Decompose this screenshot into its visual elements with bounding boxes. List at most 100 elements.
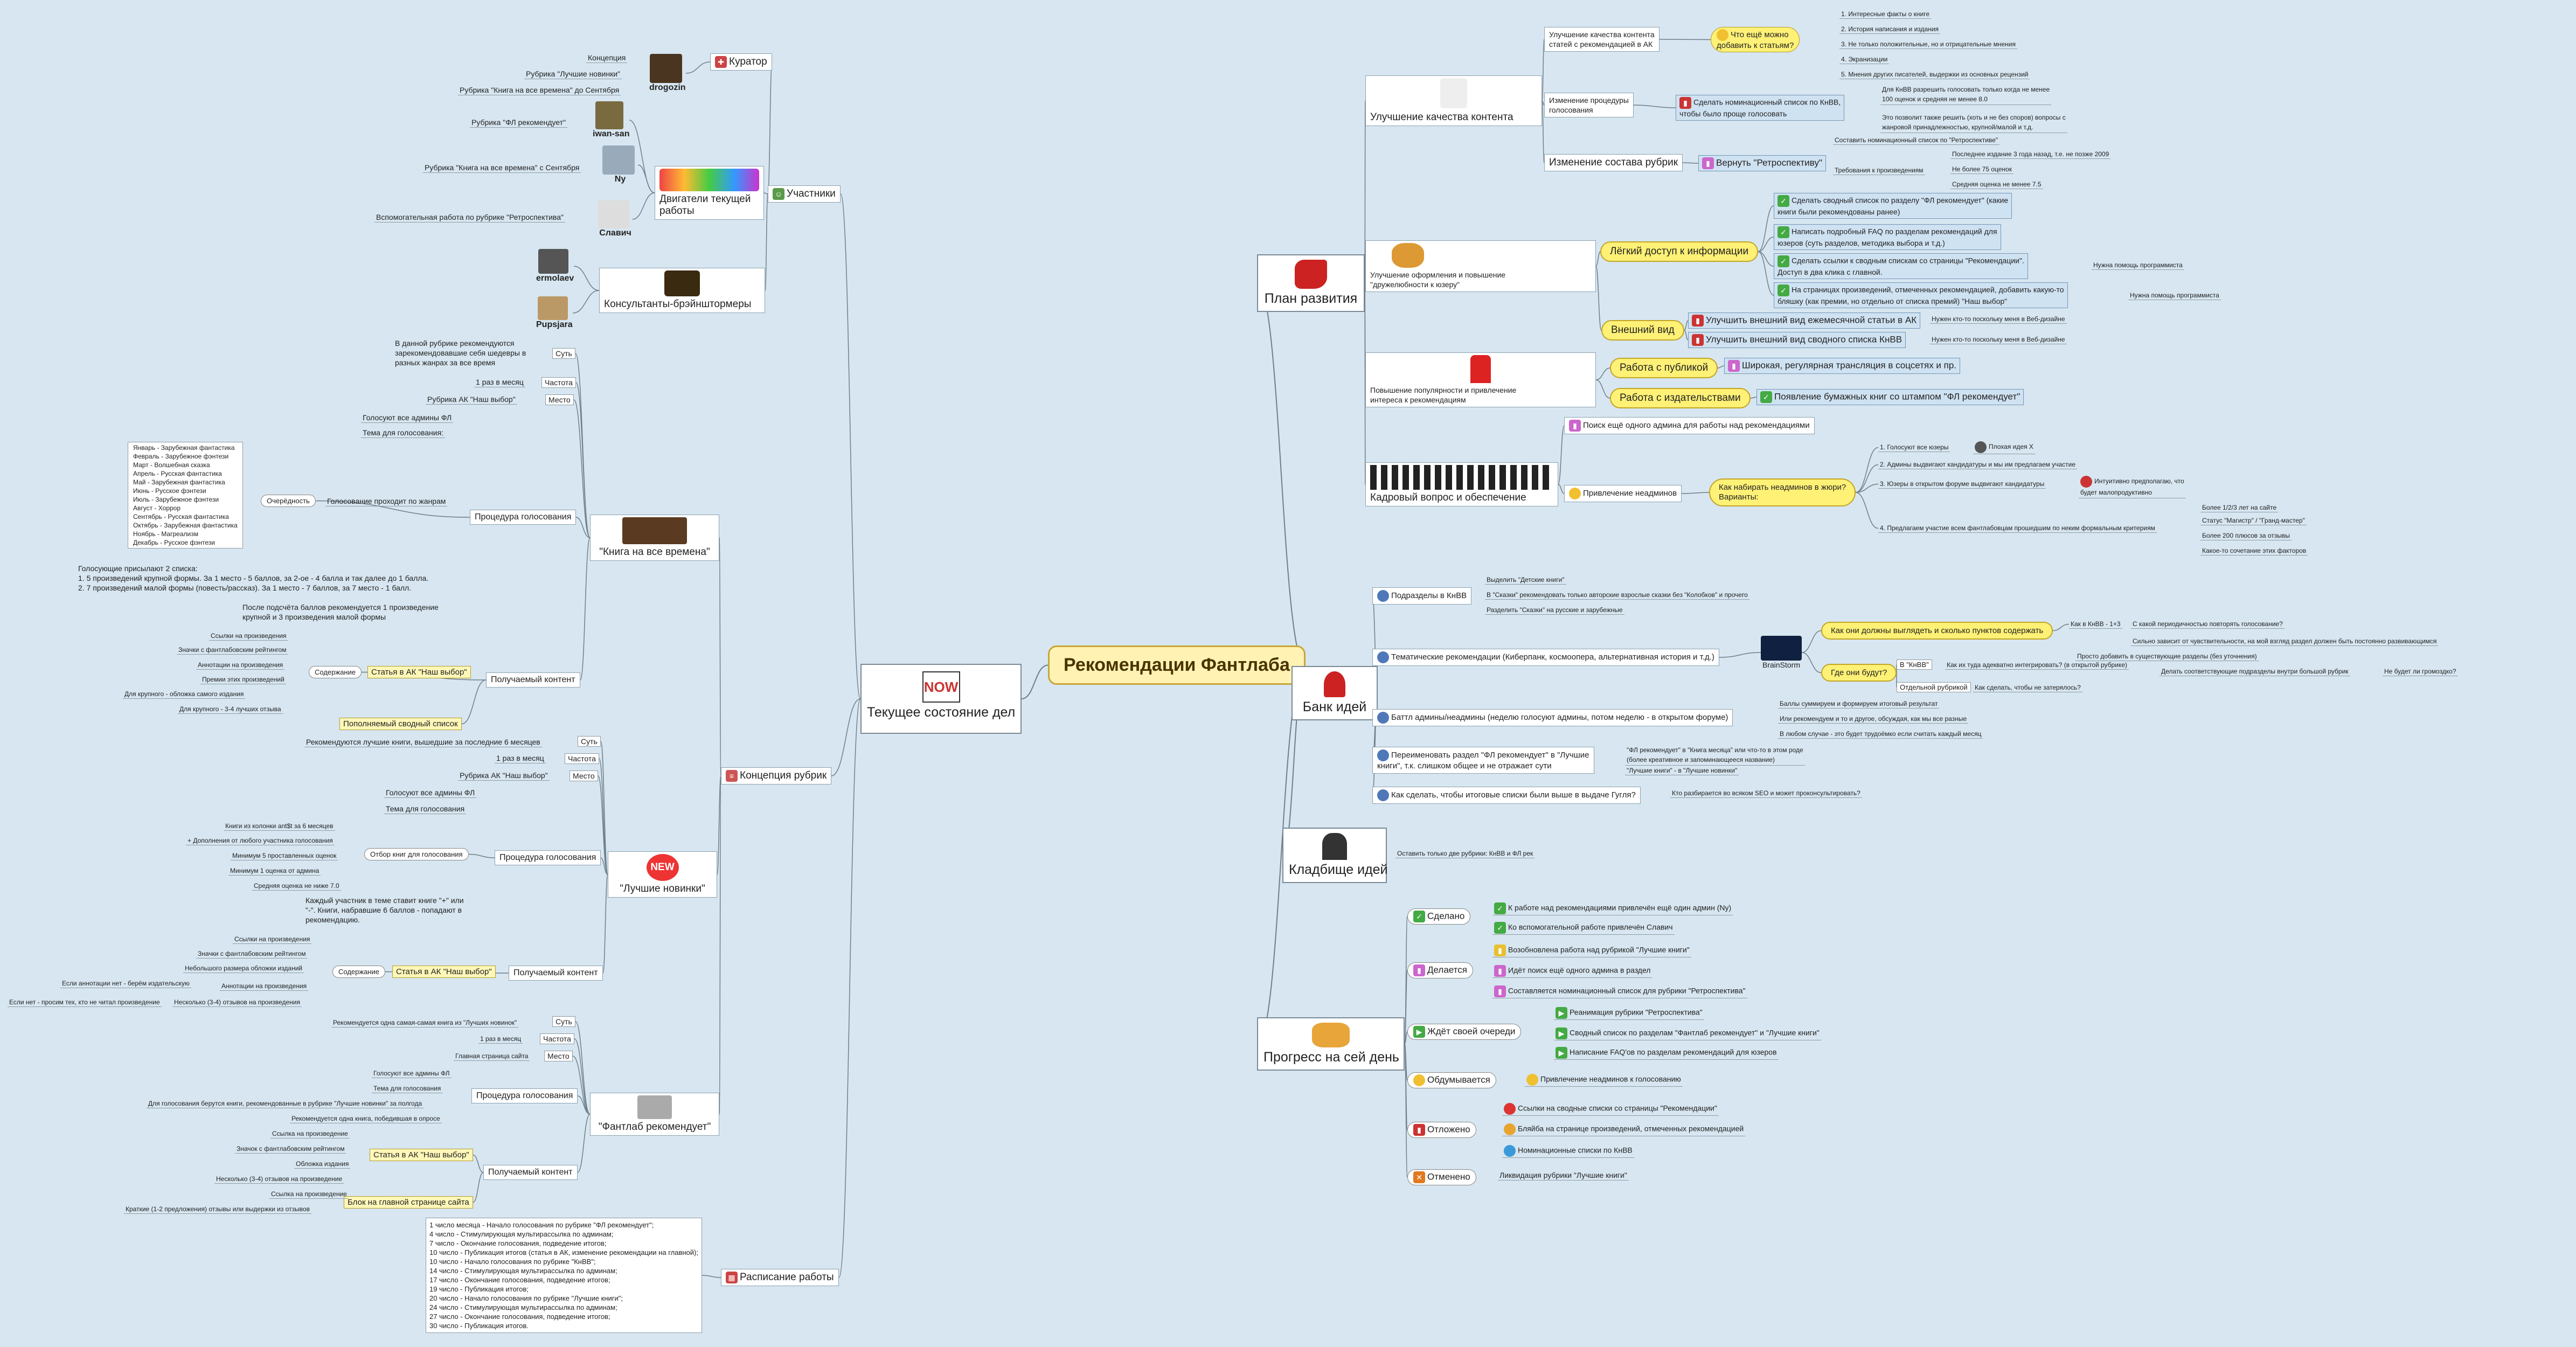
access-item[interactable]: ✓Сделать сводный список по разделу "ФЛ р… <box>1774 193 2012 219</box>
user-pupsjara[interactable]: Pupsjara <box>536 296 573 330</box>
topic-design-improvement[interactable]: Улучшение оформления и повышение "дружел… <box>1365 240 1596 292</box>
idea-item[interactable]: Как сделать, чтобы итоговые списки были … <box>1372 787 1641 804</box>
topic-popularity[interactable]: Повышение популярности и привлечение инт… <box>1365 352 1596 407</box>
variant-note: Плохая идея Х <box>1973 441 2035 454</box>
user-ermolaev[interactable]: ermolaev <box>536 249 574 283</box>
voting-procedure[interactable]: Процедура голосования <box>495 850 601 865</box>
root-topic[interactable]: Рекомендации Фантлаба <box>1048 645 1306 685</box>
status-postponed[interactable]: ▮Отложено <box>1407 1122 1476 1138</box>
question-node[interactable]: Как они должны выглядеть и сколько пункт… <box>1821 622 2053 640</box>
task-icon: ✓ <box>1777 284 1789 296</box>
access-item[interactable]: ✓Написать подробный FAQ по разделам реко… <box>1774 224 2001 250</box>
public-work-node[interactable]: Работа с публикой <box>1610 358 1718 378</box>
content-note: Если нет - просим тех, кто не читал прои… <box>8 998 162 1007</box>
connector <box>763 192 768 195</box>
user-drogozin[interactable]: drogozin <box>649 54 686 93</box>
change-rubrics[interactable]: Изменение состава рубрик <box>1544 154 1683 171</box>
easy-access-node[interactable]: Лёгкий доступ к информации <box>1600 241 1759 262</box>
calendar-icon: ▦ <box>726 1272 738 1283</box>
homepage-block-node: Блок на главной странице сайта <box>344 1196 473 1209</box>
topic-schedule[interactable]: ▦Расписание работы <box>721 1269 839 1287</box>
criterion: Более 200 плюсов за отзывы <box>2200 531 2292 540</box>
idea-item[interactable]: Переименовать раздел "ФЛ рекомендует" в … <box>1372 747 1594 774</box>
idea-detail: Разделить "Сказки" на русские и зарубежн… <box>1485 606 1624 615</box>
status-waiting[interactable]: ▶Ждёт своей очереди <box>1407 1024 1522 1040</box>
connector <box>1558 425 1565 485</box>
topic-development-plan[interactable]: План развития <box>1257 254 1365 312</box>
idea-detail: В "Сказки" рекомендовать только авторски… <box>1485 591 1749 600</box>
essence-text: В данной рубрике рекомендуются зарекомен… <box>395 339 526 367</box>
connector <box>632 192 655 220</box>
criterion: Какое-то сочетание этих факторов <box>2200 546 2308 556</box>
connector <box>831 698 861 776</box>
after-count-rule: После подсчёта баллов рекомендуется 1 пр… <box>242 603 439 621</box>
user-slavich[interactable]: Славич <box>598 200 633 238</box>
staff-item[interactable]: Привлечение неадминов <box>1564 485 1682 502</box>
start-icon: ▶ <box>1556 1007 1567 1019</box>
appearance-node[interactable]: Внешний вид <box>1601 320 1684 341</box>
bulb-icon <box>1526 1074 1538 1086</box>
idea-item[interactable]: Подразделы в КнВВ <box>1372 587 1472 605</box>
connector <box>838 698 861 1278</box>
topic-staffing[interactable]: Кадровый вопрос и обеспечение <box>1365 462 1558 506</box>
status-in-progress[interactable]: ▮Делается <box>1407 962 1473 978</box>
staff-item[interactable]: ▮Поиск ещё одного админа для работы над … <box>1564 417 1815 434</box>
idea-item[interactable]: Тематические рекомендации (Киберпанк, ко… <box>1372 649 1719 666</box>
essence-text: Рекомендуется одна самая-самая книга из … <box>331 1018 519 1027</box>
content-item: Аннотации на произведения <box>196 661 285 670</box>
question-node[interactable]: Как набирать неадминов в жюри? Варианты: <box>1709 478 1856 506</box>
received-content[interactable]: Получаемый контент <box>483 1165 578 1180</box>
voting-procedure[interactable]: Процедура голосования <box>470 510 577 525</box>
user-iwan-san[interactable]: iwan-san <box>593 101 629 139</box>
access-item[interactable]: ✓На страницах произведений, отмеченных р… <box>1774 282 2068 308</box>
where-node[interactable]: Где они будут? <box>1821 664 1897 682</box>
user-name: Ny <box>614 175 626 184</box>
status-done[interactable]: ✓Сделано <box>1407 908 1471 925</box>
brainstorm-node[interactable]: BrainStorm <box>1761 636 1802 669</box>
idea-item[interactable]: Баттл админы/неадмины (неделю голосуют а… <box>1372 709 1733 726</box>
topic-label: Текущее состояние дел <box>867 705 1016 720</box>
avatar <box>538 249 569 274</box>
topic-concept[interactable]: ≡Концепция рубрик <box>721 767 832 785</box>
topic-book-all-times[interactable]: "Книга на все времена" <box>590 515 719 561</box>
user-ny[interactable]: Ny <box>602 145 638 184</box>
topic-participants[interactable]: ☺Участники <box>768 185 841 203</box>
received-content[interactable]: Получаемый контент <box>486 672 580 688</box>
topic-work-movers[interactable]: Двигатели текущей работы <box>655 166 764 220</box>
topic-content-quality[interactable]: Улучшение качества контента <box>1365 75 1542 126</box>
question-icon <box>1377 712 1389 724</box>
document-icon: ≡ <box>726 770 738 782</box>
progress-icon: ▮ <box>1413 964 1425 976</box>
idea-item: 1. Интересные факты о книге <box>1839 10 1931 19</box>
status-cancelled[interactable]: ✕Отменено <box>1407 1169 1476 1185</box>
people-icon <box>1370 465 1553 490</box>
appearance-item[interactable]: ▮Улучшить внешний вид сводного списка Кн… <box>1688 332 1906 348</box>
appearance-item[interactable]: ▮Улучшить внешний вид ежемесячной статьи… <box>1688 313 1921 329</box>
action-item[interactable]: ▮Сделать номинационный список по КнВВ, ч… <box>1676 95 1845 121</box>
topic-progress[interactable]: Прогресс на сей день <box>1257 1017 1405 1071</box>
question-icon <box>1377 651 1389 663</box>
voting-procedure[interactable]: Процедура голосования <box>471 1088 578 1103</box>
topic-best-new[interactable]: NEW"Лучшие новинки" <box>608 851 717 898</box>
improve-articles[interactable]: Улучшение качества контента статей с рек… <box>1544 27 1660 52</box>
publishers-node[interactable]: Работа с издательствами <box>1610 388 1751 408</box>
connector <box>1542 100 1545 163</box>
action-item[interactable]: ▮Вернуть "Ретроспективу" <box>1698 155 1826 171</box>
topic-curator[interactable]: ✚Куратор <box>710 53 772 71</box>
status-considering[interactable]: Обдумывается <box>1407 1072 1496 1088</box>
topic-idea-bank[interactable]: Банк идей <box>1292 666 1378 720</box>
topic-fantlab-recommends[interactable]: "Фантлаб рекомендует" <box>590 1093 719 1136</box>
user-name: iwan-san <box>593 129 630 138</box>
publishers-item[interactable]: ✓Появление бумажных книг со штампом "ФЛ … <box>1756 389 2024 405</box>
change-voting-procedure[interactable]: Изменение процедуры голосования <box>1544 93 1634 117</box>
received-content[interactable]: Получаемый контент <box>509 966 603 981</box>
topic-current-state[interactable]: NOW Текущее состояние дел <box>860 664 1022 734</box>
variant-item: 3. Юзеры в открытом форуме выдвигают кан… <box>1878 480 2046 489</box>
public-work-item[interactable]: ▮Широкая, регулярная трансляция в соцсет… <box>1724 358 1961 374</box>
idea-detail: "Лучшие книги" - в "Лучшие новинки" <box>1625 766 1739 775</box>
topic-consultants[interactable]: Консультанты-брэйнштормеры <box>599 268 765 313</box>
where-detail: Как их туда адекватно интегрировать? (в … <box>1945 661 2129 670</box>
topic-idea-graveyard[interactable]: Кладбище идей <box>1282 828 1387 883</box>
connector <box>767 61 773 195</box>
access-item[interactable]: ✓Сделать ссылки к сводным спискам со стр… <box>1774 253 2028 279</box>
